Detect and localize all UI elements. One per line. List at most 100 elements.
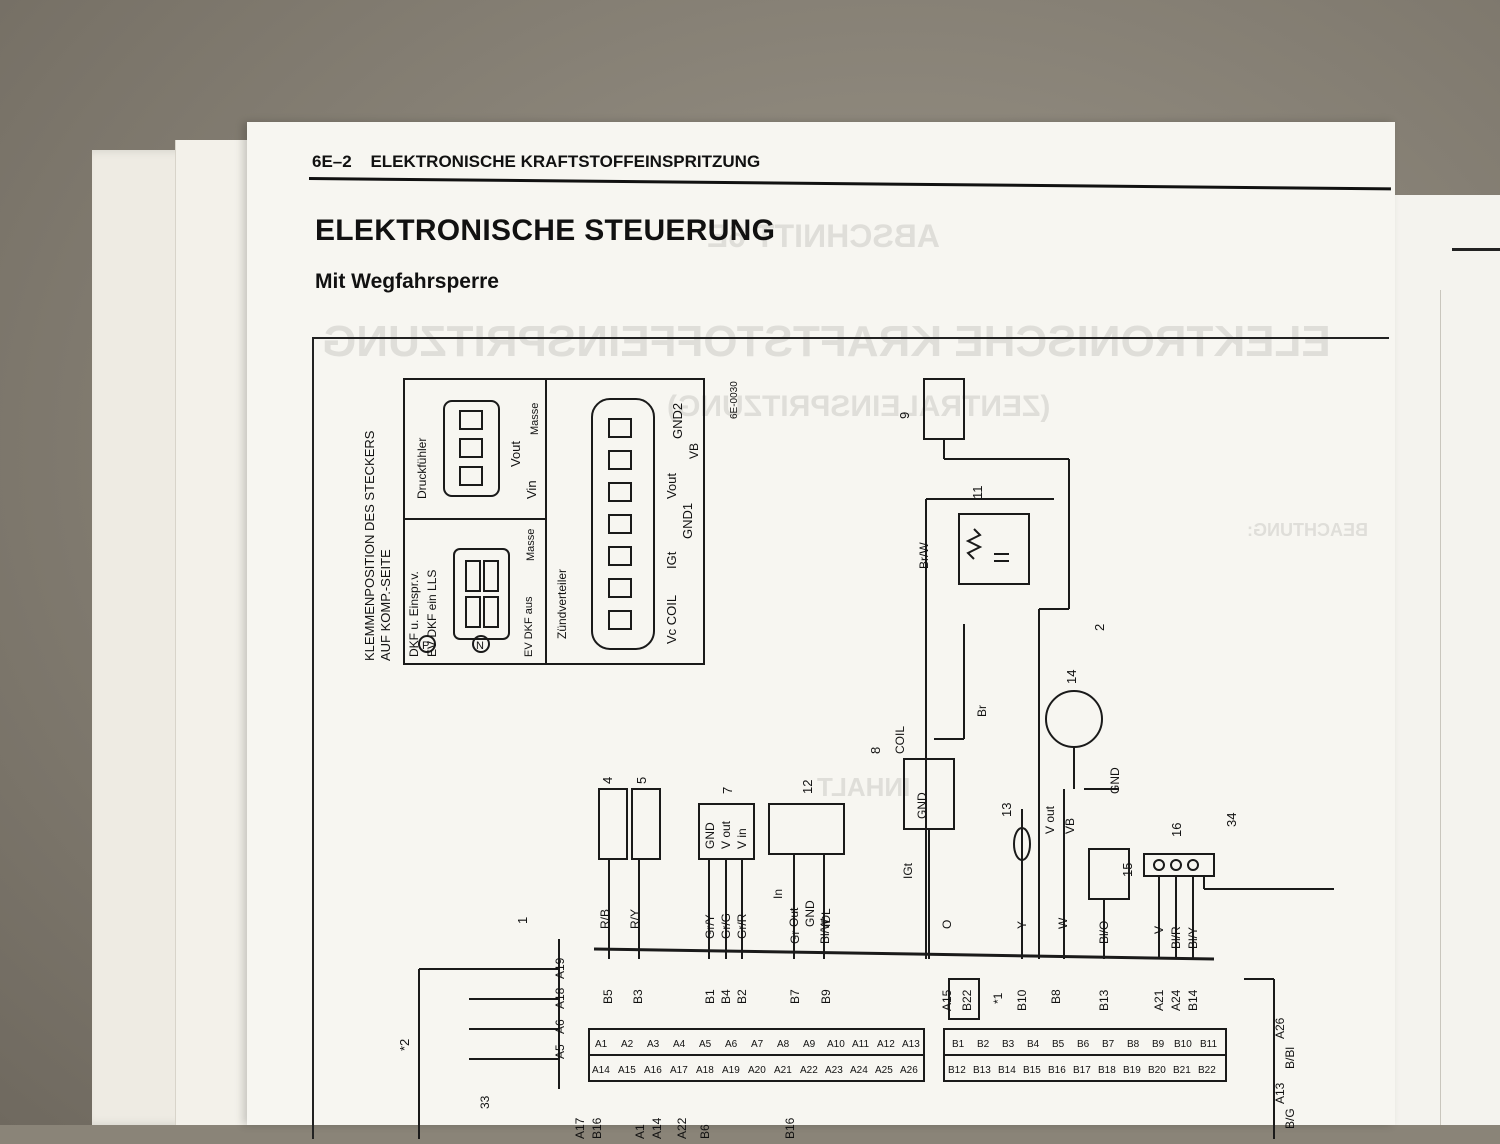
bottom-label-b16b: B16: [783, 1117, 797, 1139]
marker-n: N: [476, 640, 484, 652]
conn-b11: B11: [1200, 1039, 1217, 1050]
component-label-7: 8: [868, 747, 883, 754]
pin-a6: A6: [553, 1019, 567, 1034]
component-2: [631, 788, 661, 860]
comp12-pin-gnd: GND: [1108, 767, 1122, 794]
connector-box-title-2: AUF KOMP.-SEITE: [378, 549, 393, 661]
wire-brw: Br/W: [917, 542, 931, 569]
conn-a17: A17: [670, 1065, 688, 1076]
running-head: 6E–2 ELEKTRONISCHE KRAFTSTOFFEINSPRITZUN…: [312, 152, 774, 172]
conn-a15: A15: [618, 1065, 636, 1076]
wire-grg: Gr/G: [719, 913, 733, 939]
bottom-label-b6: B6: [698, 1124, 712, 1139]
component-1: [598, 788, 628, 860]
page-number: 6E–2: [312, 152, 352, 171]
comp4-pin-vin: V in: [735, 828, 749, 849]
component-9: [958, 513, 1030, 585]
pin-b13: B13: [1097, 989, 1111, 1011]
conn-a22: A22: [800, 1065, 818, 1076]
wire-gr: Gr: [788, 931, 802, 944]
bottom-label-b16: B16: [590, 1117, 604, 1139]
valve-pin-4: Masse: [525, 529, 537, 561]
valve-plug: [453, 548, 510, 640]
comp12-pin-vout: V out: [1043, 805, 1057, 834]
wire-w: W: [1056, 917, 1070, 929]
conn-b6: B6: [1077, 1039, 1090, 1050]
conn-a6: A6: [725, 1039, 738, 1050]
valve-pin-3: EV DKF aus: [523, 596, 535, 657]
component-label-11: 13: [999, 803, 1014, 817]
comp4-pin-gnd: GND: [703, 822, 717, 849]
wiring-diagram: KLEMMENPOSITION DES STECKERS AUF KOMP.-S…: [312, 337, 1389, 1139]
comp7-pin-gnd: GND: [915, 792, 929, 819]
component-13: [1088, 848, 1130, 900]
pin-b9: B9: [819, 989, 833, 1004]
figure-code: 6E-0030: [729, 381, 740, 419]
pin-a21: A21: [1152, 989, 1166, 1011]
conn-a16: A16: [644, 1065, 662, 1076]
bottom-label-a22: A22: [675, 1117, 689, 1139]
pin-a15: A15: [940, 989, 954, 1011]
druckfuehler-pin-vout: Vout: [508, 441, 523, 467]
pin-b2: B2: [735, 989, 749, 1004]
component-14: [1143, 853, 1215, 877]
connector-position-box: [403, 378, 705, 665]
valve-pin-1: DKF u. Einspr.v.: [407, 571, 421, 657]
druckfuehler-pin-vin: Vin: [524, 480, 539, 499]
section-name: ELEKTRONISCHE KRAFTSTOFFEINSPRITZUNG: [370, 152, 761, 171]
conn-a10: A10: [827, 1039, 845, 1050]
zuendverteiler-label: Zündverteiler: [555, 569, 569, 639]
conn-b9: B9: [1152, 1039, 1165, 1050]
wire-grr: Gr/R: [735, 913, 749, 939]
component-label-1: 4: [600, 777, 615, 784]
pin-b8: B8: [1049, 989, 1063, 1004]
comp5-pin-idl: IDL: [819, 908, 833, 927]
conn-b10: B10: [1174, 1039, 1192, 1050]
conn-a3: A3: [647, 1039, 660, 1050]
conn-a1: A1: [595, 1039, 608, 1050]
pin-b22: B22: [960, 989, 974, 1011]
pin-b14: B14: [1186, 989, 1200, 1011]
pin-b7: B7: [788, 989, 802, 1004]
druckfuehler-label: Druckfühler: [415, 438, 429, 499]
comp7-pin-igt: IGt: [901, 862, 915, 879]
pin-b3: B3: [631, 989, 645, 1004]
conn-a21: A21: [774, 1065, 792, 1076]
wire-bbl: B/Bl: [1283, 1047, 1297, 1069]
component-label-8: 9: [897, 412, 912, 419]
bottom-label-a1: A1: [633, 1124, 647, 1139]
component-label-16: 1: [515, 917, 530, 924]
header-rule: [308, 177, 1391, 191]
wire-v: V: [1152, 926, 1166, 934]
comp5-pin-gnd: GND: [803, 900, 817, 927]
comp4-pin-vout: V out: [719, 820, 733, 849]
conn-a8: A8: [777, 1039, 790, 1050]
druckfuehler-plug: [443, 400, 500, 497]
pin-a13: A13: [1273, 1082, 1287, 1104]
conn-b19: B19: [1123, 1065, 1141, 1076]
pin-a19: A19: [553, 957, 567, 979]
conn-a24: A24: [850, 1065, 868, 1076]
pin-a18: A18: [553, 987, 567, 1009]
pin-b4: B4: [719, 989, 733, 1004]
wire-bly: Bl/Y: [1186, 927, 1200, 949]
conn-b18: B18: [1098, 1065, 1116, 1076]
bottom-label-a14: A14: [650, 1117, 664, 1139]
page-title: ELEKTRONISCHE STEUERUNG: [315, 214, 776, 247]
marker-p: P: [422, 640, 429, 652]
zv-pin-vc-coil: Vc COIL: [664, 595, 679, 644]
component-label-9: 11: [970, 486, 985, 500]
zv-pin-vout: Vout: [664, 473, 679, 499]
conn-a13: A13: [902, 1039, 920, 1050]
component-7: [903, 758, 955, 830]
conn-b14: B14: [998, 1065, 1016, 1076]
pin-a5: A5: [553, 1044, 567, 1059]
conn-b16: B16: [1048, 1065, 1066, 1076]
ecu-connector-a-labels: A1 A2 A3 A4 A5 A6 A7 A8 A9 A10 A11 A12 A…: [592, 1039, 920, 1076]
conn-a25: A25: [875, 1065, 893, 1076]
component-label-13: 15: [1120, 863, 1135, 877]
marker-p-circle: [418, 635, 436, 653]
conn-a23: A23: [825, 1065, 843, 1076]
conn-b8: B8: [1127, 1039, 1140, 1050]
component-12: [1045, 690, 1103, 748]
